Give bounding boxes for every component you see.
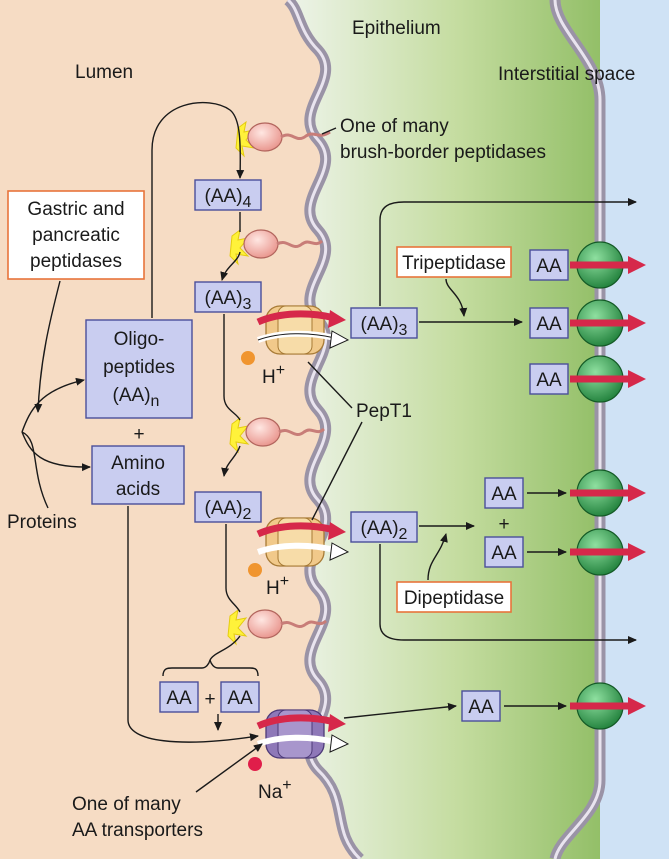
aa-label-cell-6: AA [468, 697, 494, 718]
brush-border-peptidase-2 [229, 228, 323, 266]
brush-border-label-line1: One of many [340, 116, 449, 137]
pept1-label: PepT1 [356, 401, 412, 422]
oligo-label-line1: Oligo- [114, 329, 165, 350]
plus-sign-lumen-2: + [204, 689, 215, 710]
aa-transporter-label-line1: One of many [72, 794, 181, 815]
pept1-transporter-1 [256, 305, 350, 355]
oligo-label-line3: (AA)n [113, 385, 160, 410]
oligopeptides-box [85, 319, 193, 419]
epithelial-cell [288, 0, 600, 859]
aa3-box-cell [350, 307, 418, 339]
basolateral-transporter-3 [570, 355, 646, 403]
gastric-arrow [34, 280, 61, 413]
plus-sign-cell: + [498, 514, 509, 535]
protein-brace [21, 431, 49, 509]
pept1-transporter-2 [256, 517, 350, 567]
plus-sign-lumen: + [133, 424, 144, 445]
interstitial-label: Interstitial space [498, 64, 635, 85]
aa-label-cell-4: AA [491, 484, 517, 505]
amino-label-line1: Amino [111, 453, 165, 474]
aa-box-cell-3 [529, 363, 569, 395]
oligo-label-line2: peptides [103, 357, 175, 378]
epithelium-label: Epithelium [352, 18, 441, 39]
aa3-label-cell: (AA)3 [361, 314, 408, 339]
dipeptidase-label: Dipeptidase [404, 588, 504, 609]
na-plus-label: Na+ [258, 777, 292, 803]
h-ion-1 [241, 351, 255, 365]
aa4-label: (AA)4 [205, 186, 252, 211]
aa-label-cell-5: AA [491, 543, 517, 564]
dipeptide-split-brace [162, 659, 259, 677]
aa-label-cell-1: AA [536, 256, 562, 277]
aa-box-cell-6 [461, 690, 501, 722]
amino-acids-box [91, 445, 185, 505]
gastric-pancreatic-box [7, 190, 145, 280]
proteins-label: Proteins [7, 512, 77, 533]
h-plus-label-2: H+ [266, 573, 289, 599]
lumen-label: Lumen [75, 62, 133, 83]
brush-border-label-line2: brush-border peptidases [340, 142, 546, 163]
aa3-label-lumen: (AA)3 [205, 288, 252, 313]
aa-box-lumen-1 [159, 681, 199, 713]
basolateral-transporter-2 [570, 299, 646, 347]
aa-box-cell-4 [484, 477, 524, 509]
tripeptidase-label: Tripeptidase [402, 253, 506, 274]
basolateral-transporter-1 [570, 241, 646, 289]
aa-label-lumen-1: AA [166, 688, 192, 709]
brush-border-peptidase-3 [229, 416, 325, 454]
aa4-box [194, 179, 262, 211]
aa-box-cell-5 [484, 536, 524, 568]
h-ion-2 [248, 563, 262, 577]
gastric-label-line1: Gastric and [27, 199, 124, 220]
aa-transporter-label-line2: AA transporters [72, 820, 203, 841]
gastric-label-line2: pancreatic [32, 225, 120, 246]
brush-border-peptidase-1 [235, 120, 331, 158]
dipeptidase-box [396, 581, 512, 613]
tripeptidase-box [396, 246, 512, 278]
brush-border-peptidase-4 [227, 608, 327, 646]
aa-label-cell-2: AA [536, 314, 562, 335]
basolateral-transporter-5 [570, 528, 646, 576]
aa-box-lumen-2 [220, 681, 260, 713]
na-ion [248, 757, 262, 771]
aa-label-lumen-2: AA [227, 688, 253, 709]
basolateral-transporter-6 [570, 682, 646, 730]
gastric-label-line3: peptidases [30, 251, 122, 272]
interstitial-region [600, 0, 669, 859]
aa3-box-lumen [194, 281, 262, 313]
na-aa-transporter [256, 709, 350, 759]
aa2-label-lumen: (AA)2 [205, 498, 252, 523]
aa2-box-lumen [194, 491, 262, 523]
basolateral-transporter-4 [570, 469, 646, 517]
aa-box-cell-2 [529, 307, 569, 339]
amino-label-line2: acids [116, 479, 160, 500]
aa2-box-cell [350, 511, 418, 543]
aa2-label-cell: (AA)2 [361, 518, 408, 543]
aa-label-cell-3: AA [536, 370, 562, 391]
h-plus-label-1: H+ [262, 362, 285, 388]
aa-box-cell-1 [529, 249, 569, 281]
